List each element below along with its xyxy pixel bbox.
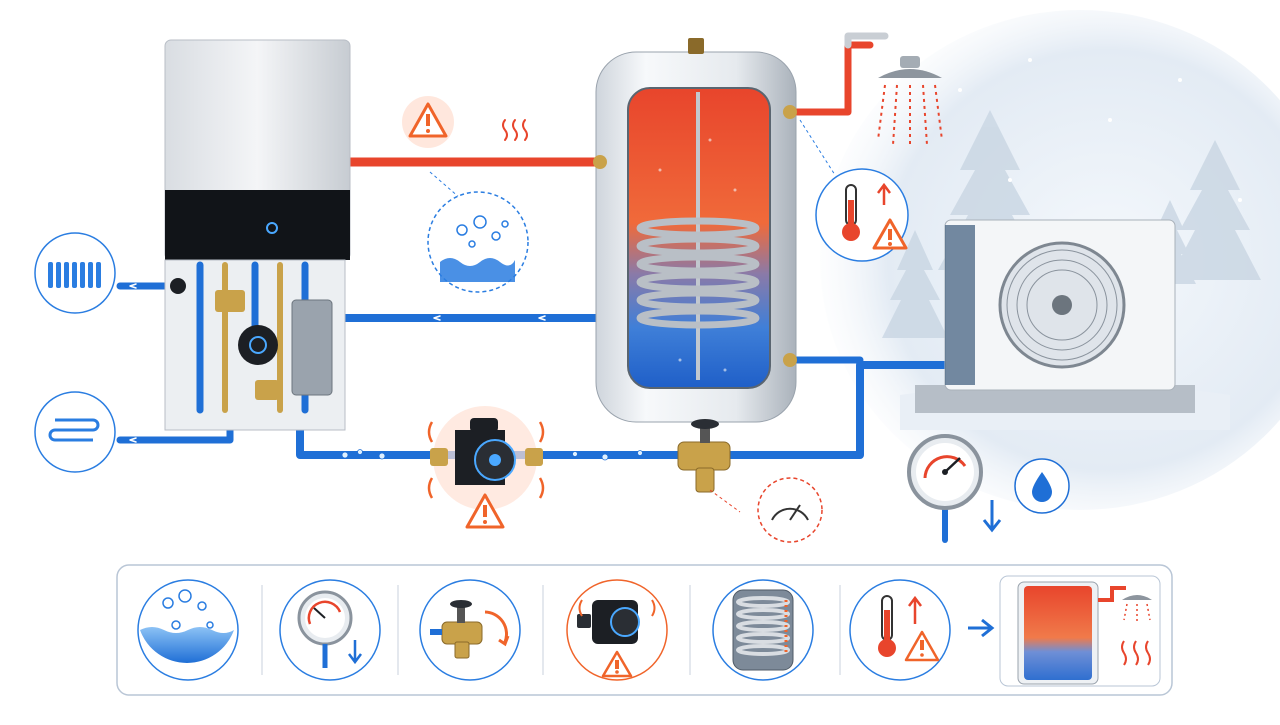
legend-cylinder-coil-icon	[713, 580, 813, 680]
pressure-gauge-icon	[909, 436, 981, 508]
legend-strip	[117, 565, 1172, 695]
heat-pump-fan-icon	[1000, 243, 1124, 367]
legend-hot-water-output-icon	[1000, 576, 1160, 686]
hot-water-cylinder	[593, 38, 797, 422]
radiator-icon	[35, 233, 115, 313]
hot-outlet-pipe	[790, 45, 870, 112]
boiler-pump	[238, 325, 278, 365]
valve-pressure-callout	[710, 478, 822, 542]
legend-pump-warning-icon	[567, 580, 667, 680]
boiler-unit	[165, 40, 350, 430]
legend-overheat-warning-icon	[850, 580, 950, 680]
heat-pump-unit	[915, 220, 1195, 413]
pressure-drop-arrow	[984, 500, 1000, 530]
air-bubbles-callout	[428, 172, 528, 292]
legend-low-pressure-gauge-icon	[280, 580, 380, 680]
underfloor-heating-icon	[35, 392, 115, 472]
three-way-valve[interactable]	[678, 419, 730, 492]
legend-valve-rotation-icon	[420, 580, 520, 680]
water-drop-icon	[1015, 459, 1069, 513]
legend-air-bubbles-icon	[138, 580, 238, 680]
